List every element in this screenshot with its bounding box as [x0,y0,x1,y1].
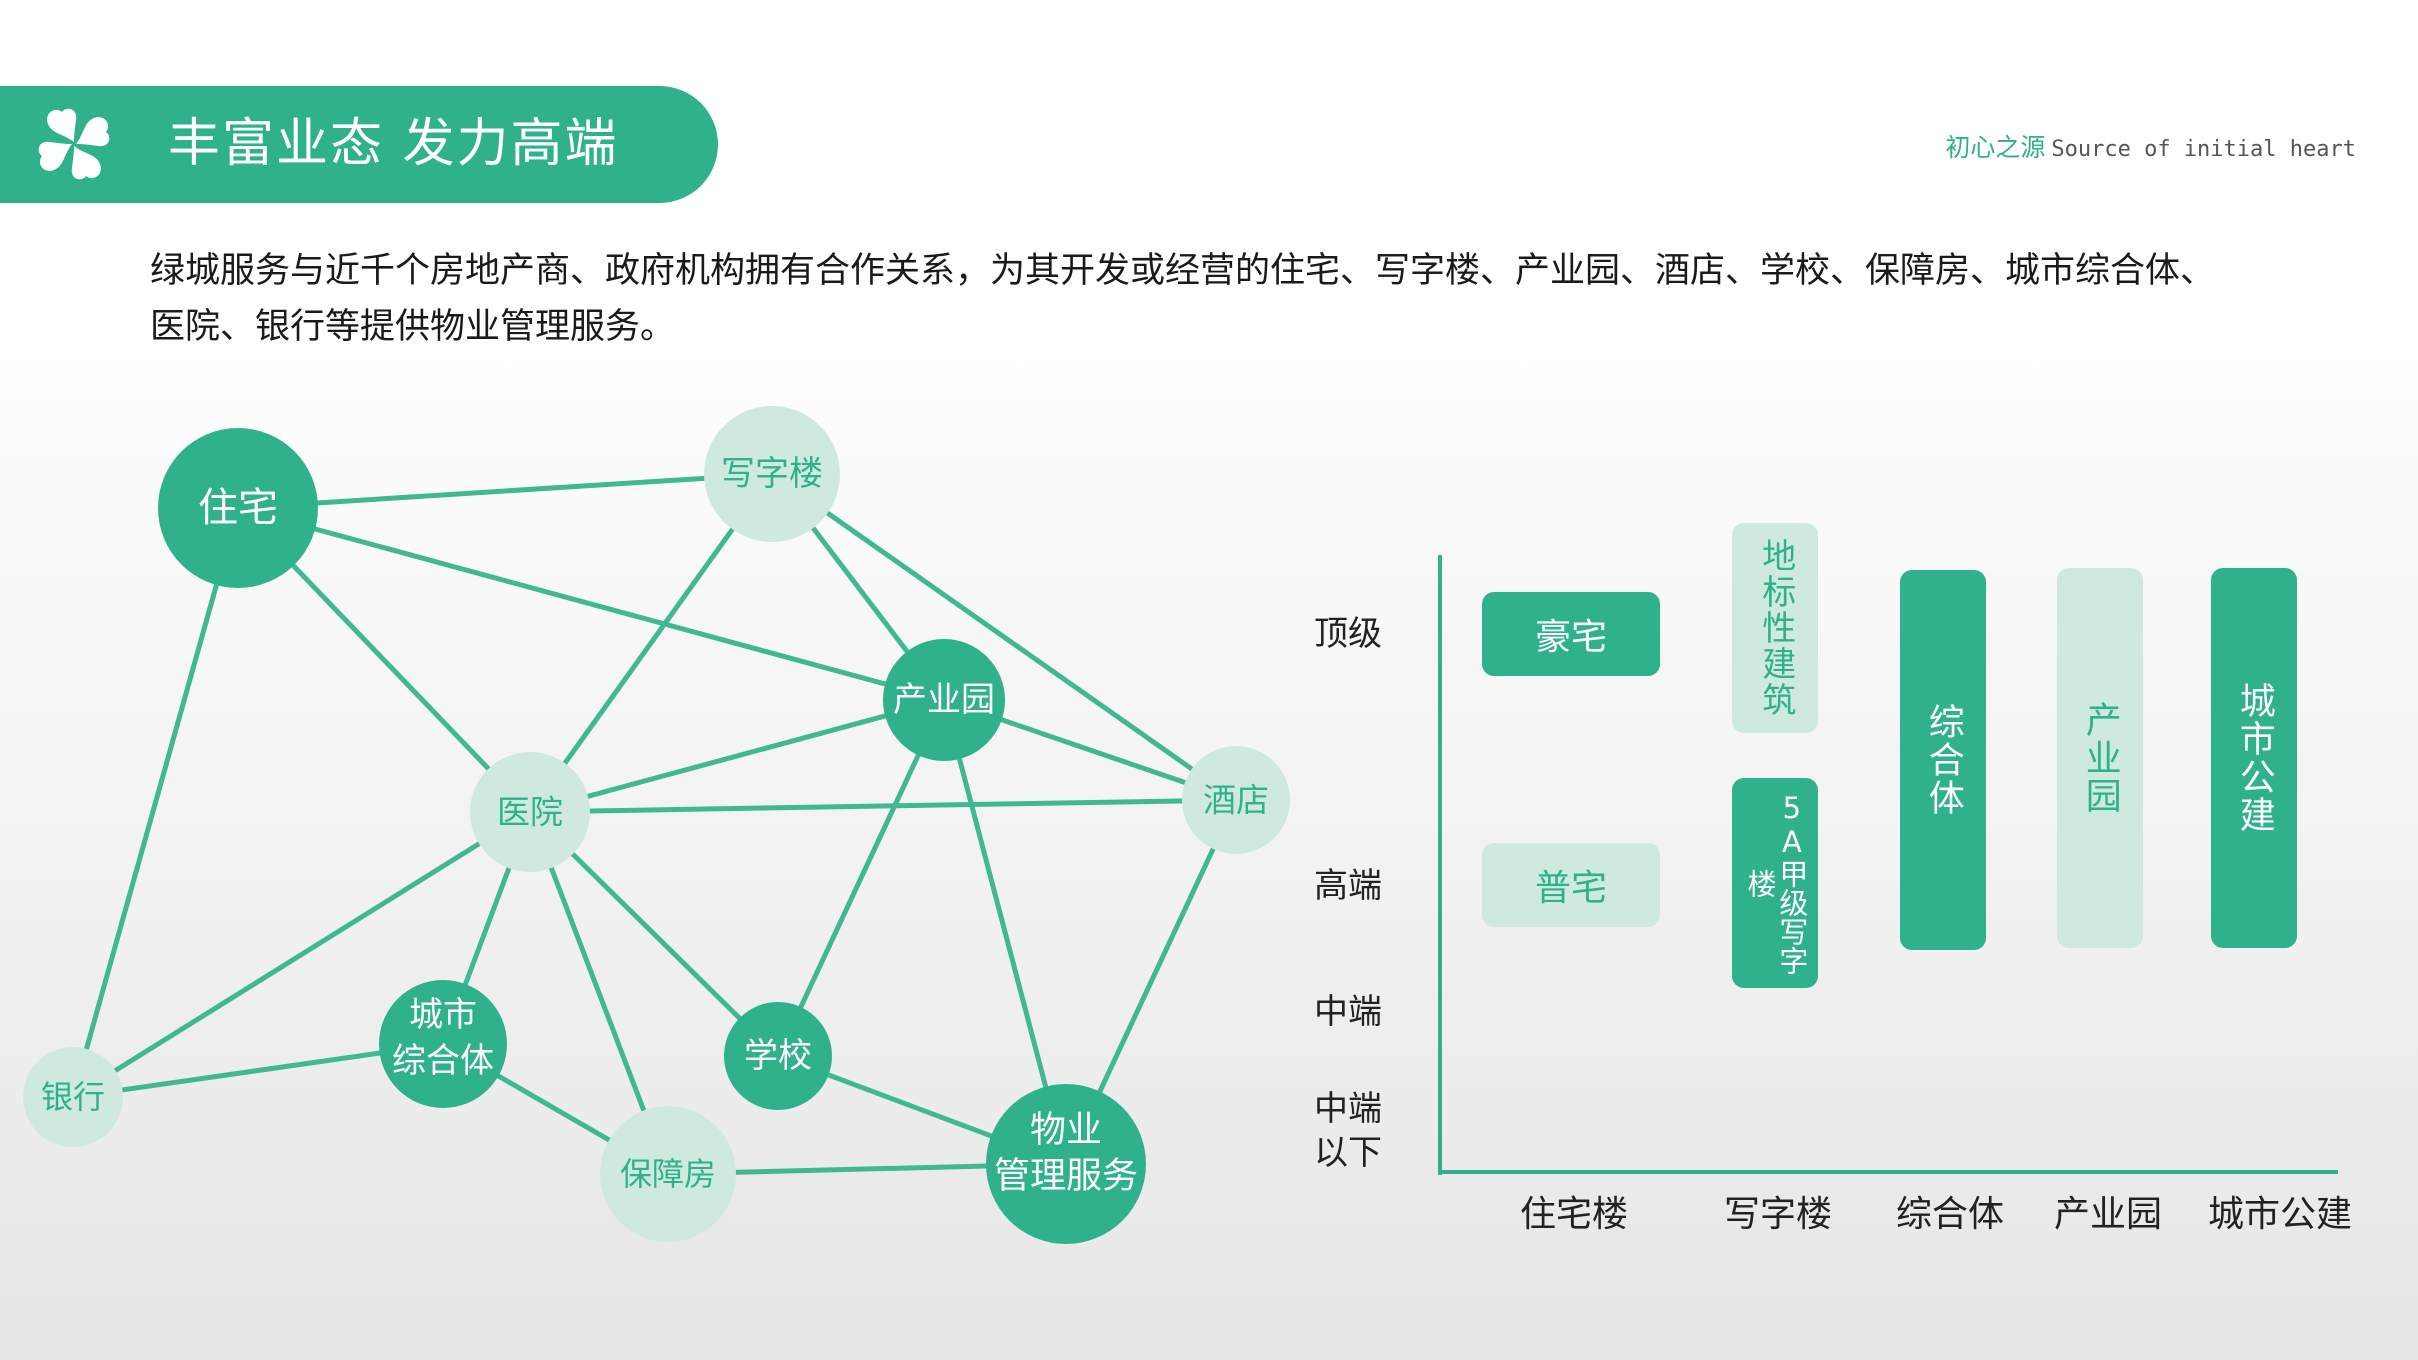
node-xuexiao: 学校 [724,1002,832,1110]
edge [71,809,532,1100]
node-label: 物业 [1030,1110,1102,1151]
node-label: 综合体 [392,1041,494,1081]
node-yiyuan: 医院 [470,752,590,872]
node-chanyeyuan: 产业园 [883,639,1005,761]
node-label: 银行 [41,1078,105,1116]
box-5a-jiaji: 5A甲级写字楼 [1732,778,1818,988]
y-label-zhongduan: 中端 [1314,992,1382,1032]
box-haozhai: 豪宅 [1482,592,1660,676]
box-chanyeyuan: 产业园 [2057,568,2143,948]
node-xiezilou: 写字楼 [704,406,840,542]
brand-en: Source of initial heart [2051,137,2356,162]
clover-icon [38,108,110,180]
box-label: 城市公建 [2233,682,2275,834]
node-zhuzhai: 住宅 [158,428,318,588]
y-label-gaoduan: 高端 [1314,866,1382,906]
node-chengshi: 城市 综合体 [379,980,507,1108]
node-label: 医院 [497,793,563,832]
network-diagram: 住宅 写字楼 产业园 医院 酒店 城市 综合体 学校 银行 [23,406,1290,1244]
node-label: 管理服务 [994,1156,1138,1197]
node-label: 写字楼 [721,454,823,494]
edge [527,472,775,814]
edge [770,471,1238,803]
node-label: 酒店 [1203,781,1269,820]
node-label: 学校 [744,1036,812,1076]
intro-paragraph: 绿城服务与近千个房地产商、政府机构拥有合作关系，为其开发或经营的住宅、写字楼、产… [150,251,2216,347]
box-label: 综合体 [1922,703,1964,817]
title-bar: 丰富业态 发力高端 [0,86,718,203]
network-nodes: 住宅 写字楼 产业园 医院 酒店 城市 综合体 学校 银行 [23,406,1290,1244]
y-label-zhongduan-below: 中端 [1314,1089,1382,1129]
box-label: 普宅 [1534,868,1607,909]
y-label-dingji: 顶级 [1314,614,1382,654]
x-label-chengshigongjian: 城市公建 [2207,1194,2352,1235]
x-label-chanyeyuan: 产业园 [2053,1194,2162,1235]
edge [237,471,773,511]
node-baozhangfang: 保障房 [600,1106,736,1242]
node-label: 产业园 [893,680,995,720]
edge [529,797,1237,815]
box-label: 豪宅 [1534,617,1607,658]
edge [775,698,947,1058]
box-label: 地标性建筑 [1755,538,1796,718]
box-label: 5A甲级写字楼 [1743,791,1809,975]
page-title: 丰富业态 发力高端 [168,114,619,174]
node-jiudian: 酒店 [1182,746,1290,854]
node-yinhang: 银行 [23,1047,123,1147]
y-axis [1438,555,1442,1175]
y-label-yixia: 以下 [1314,1133,1382,1173]
x-label-zhuzhailou: 住宅楼 [1519,1194,1628,1235]
node-label: 住宅 [198,485,278,531]
box-label: 产业园 [2079,701,2121,815]
x-label-xiezilou: 写字楼 [1723,1194,1832,1235]
box-zongheti: 综合体 [1900,570,1986,950]
box-chengshigongjian: 城市公建 [2211,568,2297,948]
edge [529,697,945,815]
x-label-zongheti: 综合体 [1895,1194,2004,1235]
box-dibiao: 地标性建筑 [1732,523,1818,733]
node-label: 保障房 [620,1155,716,1193]
edge [70,507,241,1098]
node-wuye: 物业 管理服务 [986,1084,1146,1244]
edge [237,505,945,703]
box-puzhai: 普宅 [1482,843,1660,927]
node-label: 城市 [409,995,477,1035]
brand-cn: 初心之源 [1945,133,2046,162]
x-axis [1438,1170,2338,1174]
